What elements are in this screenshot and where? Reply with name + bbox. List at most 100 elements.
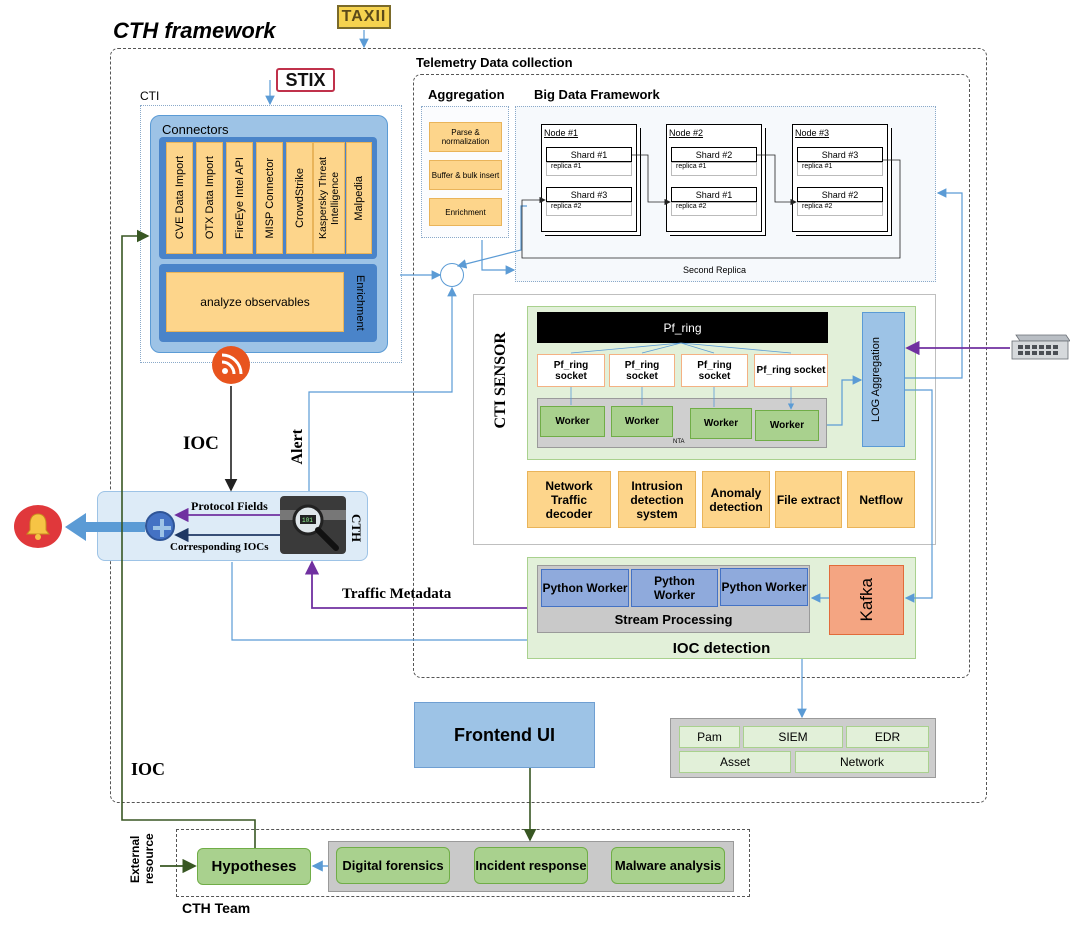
log-to-kafka <box>904 389 933 603</box>
frontend-ui[interactable]: Frontend UI <box>414 702 595 768</box>
node-1-shard-a: Shard #1 <box>546 147 632 162</box>
python-worker-2: Python Worker <box>631 569 718 607</box>
pf-ring-socket-2: Pf_ring socket <box>609 354 675 387</box>
node-link-3 <box>521 159 901 259</box>
agg-parse[interactable]: Parse & normalization <box>429 122 502 152</box>
nta-worker-1: Worker <box>540 406 605 437</box>
nta-worker-3: Worker <box>690 408 752 439</box>
module-ids: Intrusion detection system <box>618 471 696 528</box>
node-2-label: Node #2 <box>669 128 704 138</box>
module-file-extract: File extract <box>775 471 842 528</box>
aggregation-title: Aggregation <box>428 87 505 102</box>
sockets-to-workers <box>570 387 791 409</box>
module-netflow: Netflow <box>847 471 915 528</box>
node-1-label: Node #1 <box>544 128 579 138</box>
bell-icon <box>14 505 62 548</box>
pf-ring-socket-1: Pf_ring socket <box>537 354 605 387</box>
ioc-loop-line <box>121 229 256 848</box>
pfring-to-sockets <box>570 342 792 354</box>
alert-line <box>308 286 457 491</box>
source-asset: Asset <box>679 751 791 773</box>
node-3-replica-b: replica #2 <box>797 202 883 216</box>
node-3-shard-b: Shard #2 <box>797 187 883 202</box>
pf-ring-socket-4: Pf_ring socket <box>754 354 828 387</box>
agg-enrichment[interactable]: Enrichment <box>429 198 502 226</box>
taxii-logo: TAXII <box>337 5 391 29</box>
stream-processing-label: Stream Processing <box>614 611 733 627</box>
telemetry-section <box>413 74 970 678</box>
nta-worker-2: Worker <box>611 406 673 437</box>
source-network: Network <box>795 751 929 773</box>
connector-fireeye[interactable]: FireEye Intel API <box>226 142 253 254</box>
svg-text:101: 101 <box>302 517 313 524</box>
corresponding-iocs-label: Corresponding IOCs <box>170 541 269 553</box>
connector-kaspersky[interactable]: Kaspersky Threat Intelligence <box>313 142 345 254</box>
agg-buffer[interactable]: Buffer & bulk insert <box>429 160 502 190</box>
python-worker-3: Python Worker <box>720 568 808 606</box>
incident-response[interactable]: Incident response <box>474 847 588 884</box>
kafka: Kafka <box>829 565 904 635</box>
connector-otx[interactable]: OTX Data Import <box>196 142 223 254</box>
magnifier-icon: 101 <box>280 496 346 554</box>
connectors-list: CVE Data Import OTX Data Import FireEye … <box>166 142 372 254</box>
source-pam: Pam <box>679 726 740 748</box>
source-edr: EDR <box>846 726 929 748</box>
module-anomaly: Anomaly detection <box>702 471 770 528</box>
python-worker-1: Python Worker <box>541 569 629 607</box>
node-2-replica-a: replica #1 <box>671 162 757 176</box>
connector-malpedia[interactable]: Malpedia <box>346 142 372 254</box>
page-title: CTH framework <box>113 18 276 43</box>
ioc-label-top: IOC <box>183 433 219 454</box>
node-link-2 <box>757 154 797 206</box>
connector-crowdstrike[interactable]: CrowdStrike <box>286 142 313 254</box>
ioc-label-bottom: IOC <box>131 759 166 779</box>
cti-label: CTI <box>140 89 160 103</box>
protocol-fields-label: Protocol Fields <box>191 499 268 513</box>
connectors-title: Connectors <box>162 122 229 137</box>
analyze-observables[interactable]: analyze observables <box>166 272 344 332</box>
plus-icon <box>145 511 175 541</box>
pf-ring-socket-3: Pf_ring socket <box>681 354 748 387</box>
node-1-replica-a: replica #1 <box>546 162 632 176</box>
iocdetect-to-cth <box>231 562 527 641</box>
malware-analysis[interactable]: Malware analysis <box>611 847 725 884</box>
pf-ring: Pf_ring <box>537 312 828 343</box>
traffic-metadata-label: Traffic Metadata <box>342 586 452 602</box>
network-switch-icon <box>1010 333 1071 361</box>
node-1-replica-b: replica #2 <box>546 202 632 216</box>
ioc-detection-title: IOC detection <box>672 639 771 657</box>
team-label: CTH Team <box>182 900 251 916</box>
source-siem: SIEM <box>743 726 843 748</box>
node-2-shard-b: Shard #1 <box>671 187 757 202</box>
stix-logo: STIX <box>276 68 335 92</box>
log-aggregation: LOG Aggregation <box>862 312 905 447</box>
module-network-traffic: Network Traffic decoder <box>527 471 611 528</box>
enrichment-label: Enrichment <box>354 275 366 331</box>
node-link-1 <box>632 154 671 206</box>
node-2-replica-b: replica #2 <box>671 202 757 216</box>
nta-label: NTA <box>673 439 685 445</box>
telemetry-title: Telemetry Data collection <box>416 55 573 70</box>
connector-misp[interactable]: MISP Connector <box>256 142 283 254</box>
framework-border <box>110 48 987 803</box>
nta-to-log <box>827 375 863 426</box>
agg-to-bigdata <box>481 240 516 275</box>
log-to-bigdata <box>905 188 963 379</box>
big-data-title: Big Data Framework <box>534 87 660 102</box>
team-section <box>176 829 750 897</box>
alert-out-arrow <box>65 513 145 541</box>
second-replica-label: Second Replica <box>683 265 747 275</box>
node-2-shard-a: Shard #2 <box>671 147 757 162</box>
hypotheses[interactable]: Hypotheses <box>197 848 311 885</box>
traffic-metadata-line <box>304 560 527 609</box>
feed-icon <box>212 346 250 384</box>
node-3-replica-a: replica #1 <box>797 162 883 176</box>
agg-to-merge <box>456 205 527 269</box>
digital-forensics[interactable]: Digital forensics <box>336 847 450 884</box>
cth-label: CTH <box>349 513 364 543</box>
node-1-shard-b: Shard #3 <box>546 187 632 202</box>
connector-cve[interactable]: CVE Data Import <box>166 142 193 254</box>
node-3-label: Node #3 <box>795 128 830 138</box>
node-3-shard-a: Shard #3 <box>797 147 883 162</box>
